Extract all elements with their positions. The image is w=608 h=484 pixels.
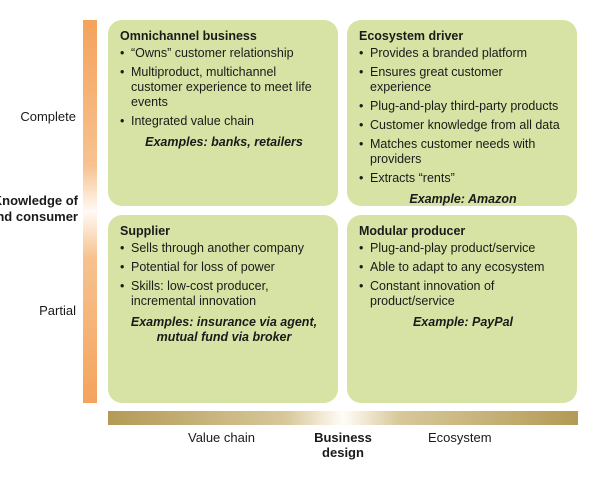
- bullet-item: Plug-and-play product/service: [359, 241, 567, 256]
- y-axis-title: Knowledge of end consumer: [0, 193, 78, 224]
- x-axis-label-value-chain: Value chain: [188, 430, 255, 445]
- x-axis-label-ecosystem: Ecosystem: [428, 430, 492, 445]
- bullet-item: Provides a branded platform: [359, 46, 567, 61]
- bullet-item: Able to adapt to any ecosystem: [359, 260, 567, 275]
- quadrant-title: Omnichannel business: [120, 29, 257, 43]
- quadrant-ecosystem-driver: Ecosystem driver Provides a branded plat…: [347, 20, 577, 206]
- quadrant-title: Supplier: [120, 224, 171, 238]
- bullet-item: “Owns” customer relationship: [120, 46, 328, 61]
- bullet-item: Integrated value chain: [120, 114, 328, 129]
- bullet-item: Matches customer needs with providers: [359, 137, 567, 167]
- vertical-axis-bar: [83, 20, 97, 403]
- horizontal-axis-bar: [108, 411, 578, 425]
- bullet-list: Provides a branded platform Ensures grea…: [359, 46, 567, 186]
- quadrant-example: Examples: insurance via agent, mutual fu…: [130, 315, 318, 344]
- bullet-item: Multiproduct, multichannel customer expe…: [120, 65, 328, 110]
- bullet-item: Skills: low-cost producer, incremental i…: [120, 279, 328, 309]
- bullet-list: “Owns” customer relationship Multiproduc…: [120, 46, 328, 129]
- quadrant-supplier: Supplier Sells through another company P…: [108, 215, 338, 403]
- bullet-item: Customer knowledge from all data: [359, 118, 567, 133]
- bullet-item: Extracts “rents”: [359, 171, 567, 186]
- bullet-list: Sells through another company Potential …: [120, 241, 328, 309]
- bullet-list: Plug-and-play product/service Able to ad…: [359, 241, 567, 309]
- quadrant-omnichannel-business: Omnichannel business “Owns” customer rel…: [108, 20, 338, 206]
- quadrant-modular-producer: Modular producer Plug-and-play product/s…: [347, 215, 577, 403]
- quadrant-example: Examples: banks, retailers: [145, 135, 303, 149]
- bullet-item: Ensures great customer experience: [359, 65, 567, 95]
- bullet-item: Constant innovation of product/service: [359, 279, 567, 309]
- bullet-item: Sells through another company: [120, 241, 328, 256]
- quadrant-title: Ecosystem driver: [359, 29, 464, 43]
- y-axis-label-partial: Partial: [39, 303, 76, 318]
- bullet-item: Potential for loss of power: [120, 260, 328, 275]
- bullet-item: Plug-and-play third-party products: [359, 99, 567, 114]
- x-axis-title: Business design: [314, 430, 372, 460]
- y-axis-label-complete: Complete: [20, 109, 76, 124]
- quadrant-example: Example: PayPal: [412, 315, 514, 329]
- quadrant-example: Example: Amazon: [409, 192, 517, 206]
- quadrant-title: Modular producer: [359, 224, 466, 238]
